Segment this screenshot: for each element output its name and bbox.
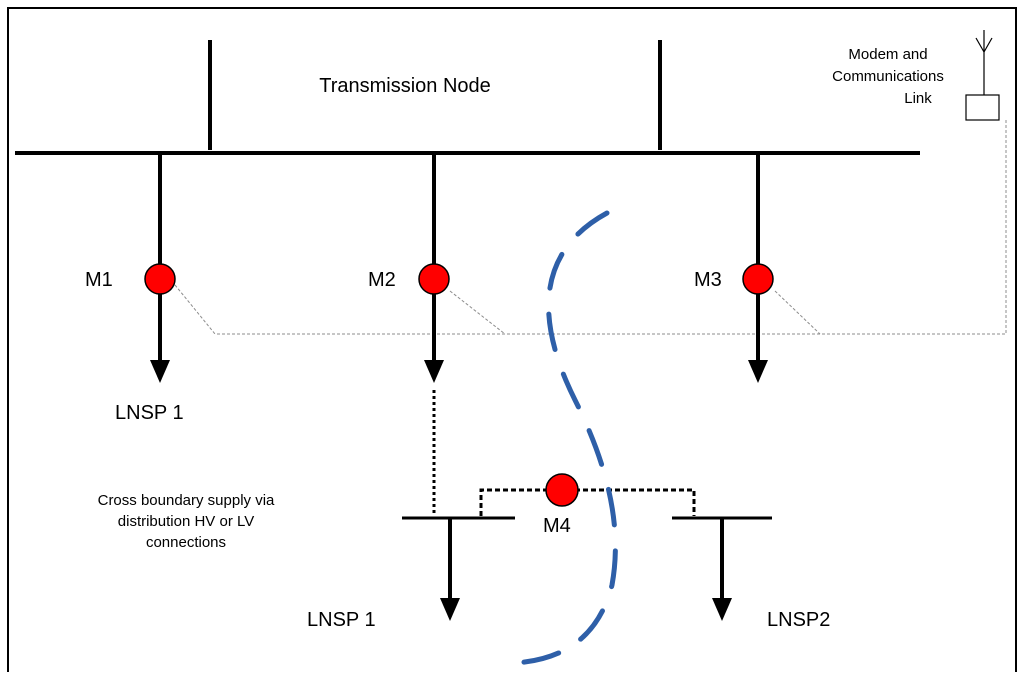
comm-link-lines [174, 120, 1007, 335]
meter-m3-label: M3 [694, 269, 722, 291]
cross-boundary-line1: Cross boundary supply via [98, 492, 275, 509]
modem-box [965, 94, 1000, 121]
transmission-node-label: Transmission Node [319, 75, 491, 97]
meter-m4 [545, 473, 579, 507]
feeder-3-arrow [748, 360, 768, 383]
lnsp1-upper-label: LNSP 1 [115, 402, 184, 424]
lower-feeder-right-arrow [712, 598, 732, 621]
lnsp-boundary-curve [512, 210, 618, 666]
cross-boundary-line2: distribution HV or LV [118, 513, 254, 530]
modem-label-line1: Modem and [848, 46, 927, 63]
modem-label-line3: Link [904, 90, 932, 107]
cross-boundary-line3: connections [146, 534, 226, 551]
antenna-icon [975, 30, 993, 95]
meter-m4-label: M4 [543, 515, 571, 537]
meter-m2-label: M2 [368, 269, 396, 291]
lnsp2-label: LNSP2 [767, 609, 830, 631]
meter-m3 [742, 263, 774, 295]
lnsp1-lower-label: LNSP 1 [307, 609, 376, 631]
meter-m2 [418, 263, 450, 295]
feeder-1-arrow [150, 360, 170, 383]
meter-m1 [144, 263, 176, 295]
lower-feeder-left-arrow [440, 598, 460, 621]
feeder-2-arrow [424, 360, 444, 383]
diagram-frame [7, 7, 1017, 672]
meter-m1-label: M1 [85, 269, 113, 291]
modem-label-line2: Communications [832, 68, 944, 85]
interconnector-dotted [479, 488, 696, 516]
